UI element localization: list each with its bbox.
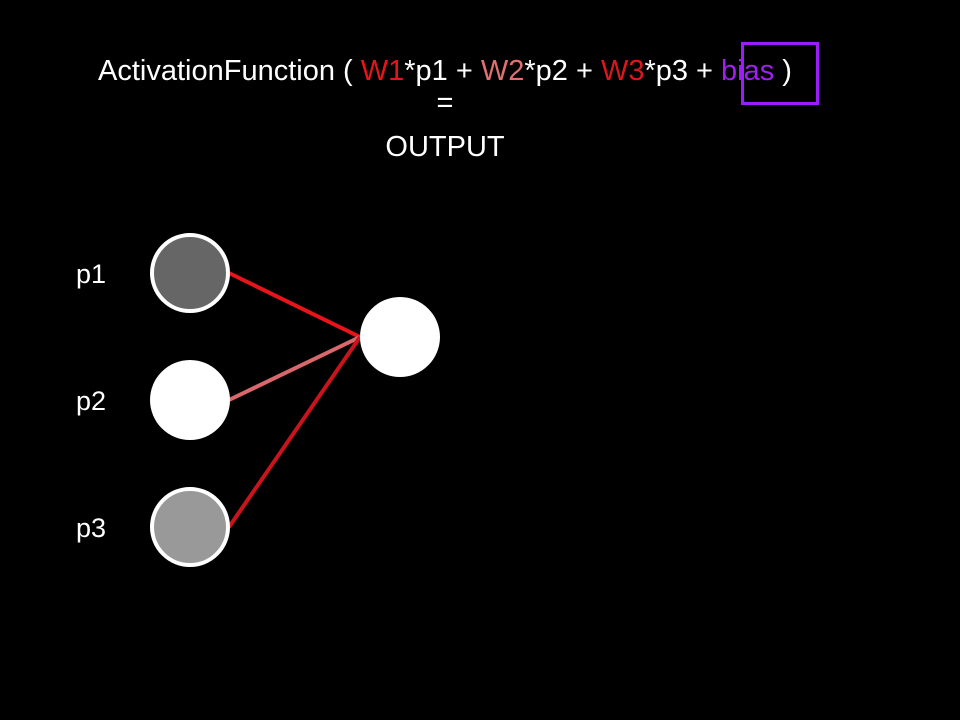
formula-suffix: ): [774, 55, 792, 87]
formula-output: OUTPUT: [385, 131, 505, 163]
weight-w2: W2: [480, 55, 525, 87]
bias-highlight-box: [741, 42, 819, 105]
input-label-p3: p3: [76, 513, 107, 543]
bias-term: bias: [721, 55, 775, 87]
weight-w1: W1: [360, 55, 405, 87]
edge-p3-to-output: [227, 335, 362, 529]
output-node: [360, 297, 440, 377]
weight-w3: W3: [600, 55, 645, 87]
formula-term-p3: *p3 +: [644, 55, 722, 87]
input-node-p3: [150, 487, 230, 567]
input-node-p1: [150, 233, 230, 313]
formula-prefix: ActivationFunction (: [98, 55, 361, 87]
input-node-p2: [150, 360, 230, 440]
input-label-p1: p1: [76, 259, 107, 289]
edge-p2-to-output: [228, 335, 361, 402]
formula-expression: ActivationFunction ( W1*p1 + W2*p2 + W3*…: [0, 54, 890, 88]
formula-term-p2: *p2 +: [524, 55, 601, 87]
input-label-p2: p2: [76, 386, 107, 416]
formula-term-p1: *p1 +: [404, 55, 481, 87]
formula-equals: =: [436, 87, 454, 119]
edge-p1-to-output: [228, 271, 361, 339]
